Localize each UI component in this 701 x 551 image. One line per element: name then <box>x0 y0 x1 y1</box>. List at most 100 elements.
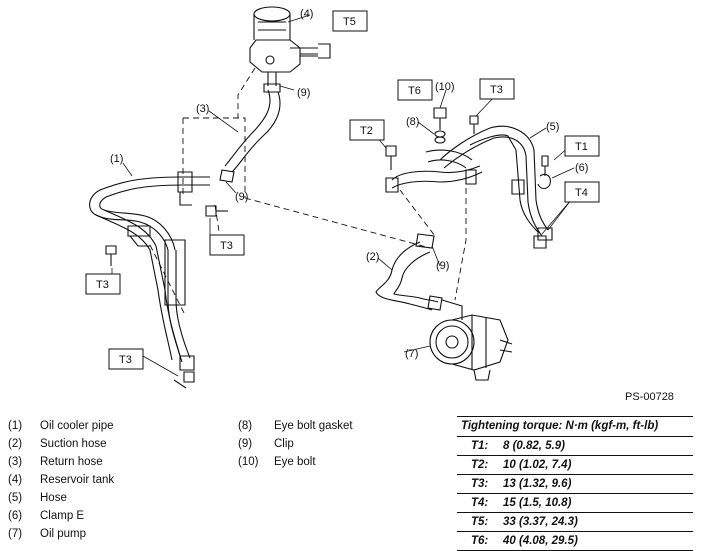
torque-value: 15 (1.5, 10.8) <box>503 497 572 509</box>
bolt-t3-cooler <box>105 205 228 389</box>
callout-4: (4) <box>300 8 313 20</box>
torque-code: T6: <box>471 535 489 547</box>
torque-row: T6: 40 (4.08, 29.5) <box>457 532 693 551</box>
tag-t6-box <box>397 79 433 101</box>
torque-table-header: Tightening torque: N·m (kgf-m, ft-lb) <box>457 416 693 437</box>
callout-5: (5) <box>546 121 559 133</box>
callout-2: (2) <box>366 251 379 263</box>
legend-label: Reservoir tank <box>40 474 115 486</box>
legend-num: (6) <box>8 510 23 522</box>
pressure-hose-assembly <box>385 125 553 249</box>
legend-label: Eye bolt <box>274 456 316 468</box>
legend-label: Clip <box>274 438 294 450</box>
torque-row: T2: 10 (1.02, 7.4) <box>457 456 693 475</box>
legend-label: Clamp E <box>40 510 85 522</box>
legend-label: Eye bolt gasket <box>274 420 353 432</box>
callout-3: (3) <box>196 103 209 115</box>
tightening-torque-table: Tightening torque: N·m (kgf-m, ft-lb) T1… <box>457 416 693 551</box>
callout-9-bottom: (9) <box>436 260 449 272</box>
torque-code: T4: <box>471 497 489 509</box>
torque-tags <box>85 10 600 370</box>
callout-6: (6) <box>575 162 588 174</box>
torque-row: T4: 15 (1.5, 10.8) <box>457 494 693 513</box>
oil-pump <box>429 299 513 381</box>
torque-value: 33 (3.37, 24.3) <box>503 516 578 528</box>
clip-9-upper <box>263 83 281 93</box>
torque-row: T1: 8 (0.82, 5.9) <box>457 437 693 456</box>
reservoir-tank <box>249 6 318 86</box>
legend-num: (9) <box>238 438 253 450</box>
torque-value: 8 (0.82, 5.9) <box>503 440 566 452</box>
tag-t3-bottom-box <box>108 348 144 370</box>
tag-t2: T2 <box>360 125 373 137</box>
bolt-t5 <box>300 43 331 59</box>
suction-hose <box>375 241 439 311</box>
tag-t6: T6 <box>408 85 421 97</box>
tag-t3-top-box <box>479 78 515 100</box>
legend-label: Hose <box>40 492 67 504</box>
tag-t3-left: T3 <box>96 279 109 291</box>
tag-t3-mid-box <box>209 234 245 256</box>
callout-9-top: (9) <box>297 87 310 99</box>
oil-cooler-pipe <box>89 171 210 363</box>
tag-t4-box <box>564 181 600 203</box>
torque-code: T1: <box>471 440 489 452</box>
eye-bolt-t6 <box>433 107 447 138</box>
legend-left: (1) Oil cooler pipe (2) Suction hose (3) Re… <box>8 417 114 543</box>
legend-item: (5) Hose <box>8 489 114 507</box>
callout-8: (8) <box>406 116 419 128</box>
legend-num: (4) <box>8 474 23 486</box>
legend-num: (8) <box>238 420 253 432</box>
torque-value: 10 (1.02, 7.4) <box>503 459 572 471</box>
legend-item: (7) Oil pump <box>8 525 114 543</box>
legend-item: (3) Return hose <box>8 453 114 471</box>
tag-t1-box <box>564 135 600 157</box>
figure-id: PS-00728 <box>625 391 674 403</box>
legend-item: (8) Eye bolt gasket <box>238 417 353 435</box>
legend-num: (3) <box>8 456 23 468</box>
tag-t3-bottom: T3 <box>119 354 132 366</box>
legend-label: Oil cooler pipe <box>40 420 114 432</box>
eye-bolt-gasket <box>434 136 446 144</box>
tag-t4: T4 <box>575 187 588 199</box>
legend-label: Suction hose <box>40 438 107 450</box>
legend-item: (1) Oil cooler pipe <box>8 417 114 435</box>
dashed-guide-lines <box>149 67 467 316</box>
leader-lines <box>111 14 575 377</box>
legend-item: (6) Clamp E <box>8 507 114 525</box>
callout-1: (1) <box>110 153 123 165</box>
return-hose <box>224 89 281 173</box>
clip-9-pump <box>427 295 443 311</box>
tag-t2-box <box>349 119 385 141</box>
legend-middle: (8) Eye bolt gasket (9) Clip (10) Eye bolt <box>238 417 353 471</box>
legend-label: Return hose <box>40 456 103 468</box>
clip-9-suction <box>415 233 435 249</box>
torque-value: 40 (4.08, 29.5) <box>503 535 578 547</box>
tag-t3-mid: T3 <box>220 240 233 252</box>
torque-value: 13 (1.32, 9.6) <box>503 478 572 490</box>
callout-7: (7) <box>405 348 418 360</box>
callout-9-mid: (9) <box>235 191 248 203</box>
legend-num: (5) <box>8 492 23 504</box>
tag-t5-box <box>332 10 368 32</box>
tag-t3-left-box <box>85 273 121 295</box>
power-steering-diagram: T5 T6 T3 T2 T1 T4 T3 T3 T3 (4) (9) (3) (… <box>85 6 600 389</box>
tag-t5: T5 <box>343 16 356 28</box>
tag-t3-top: T3 <box>490 84 503 96</box>
legend-num: (1) <box>8 420 23 432</box>
torque-row: T3: 13 (1.32, 9.6) <box>457 475 693 494</box>
bolt-t2 <box>385 145 397 170</box>
bolt-t3-top <box>469 115 479 134</box>
torque-code: T5: <box>471 516 489 528</box>
legend-label: Oil pump <box>40 528 87 540</box>
legend-num: (10) <box>238 456 259 468</box>
legend-num: (2) <box>8 438 23 450</box>
clamp-e <box>537 155 551 190</box>
legend-item: (4) Reservoir tank <box>8 471 114 489</box>
legend-item: (10) Eye bolt <box>238 453 353 471</box>
torque-code: T3: <box>471 478 489 490</box>
torque-code: T2: <box>471 459 489 471</box>
callout-10: (10) <box>435 81 455 93</box>
legend-num: (7) <box>8 528 23 540</box>
legend-item: (9) Clip <box>238 435 353 453</box>
